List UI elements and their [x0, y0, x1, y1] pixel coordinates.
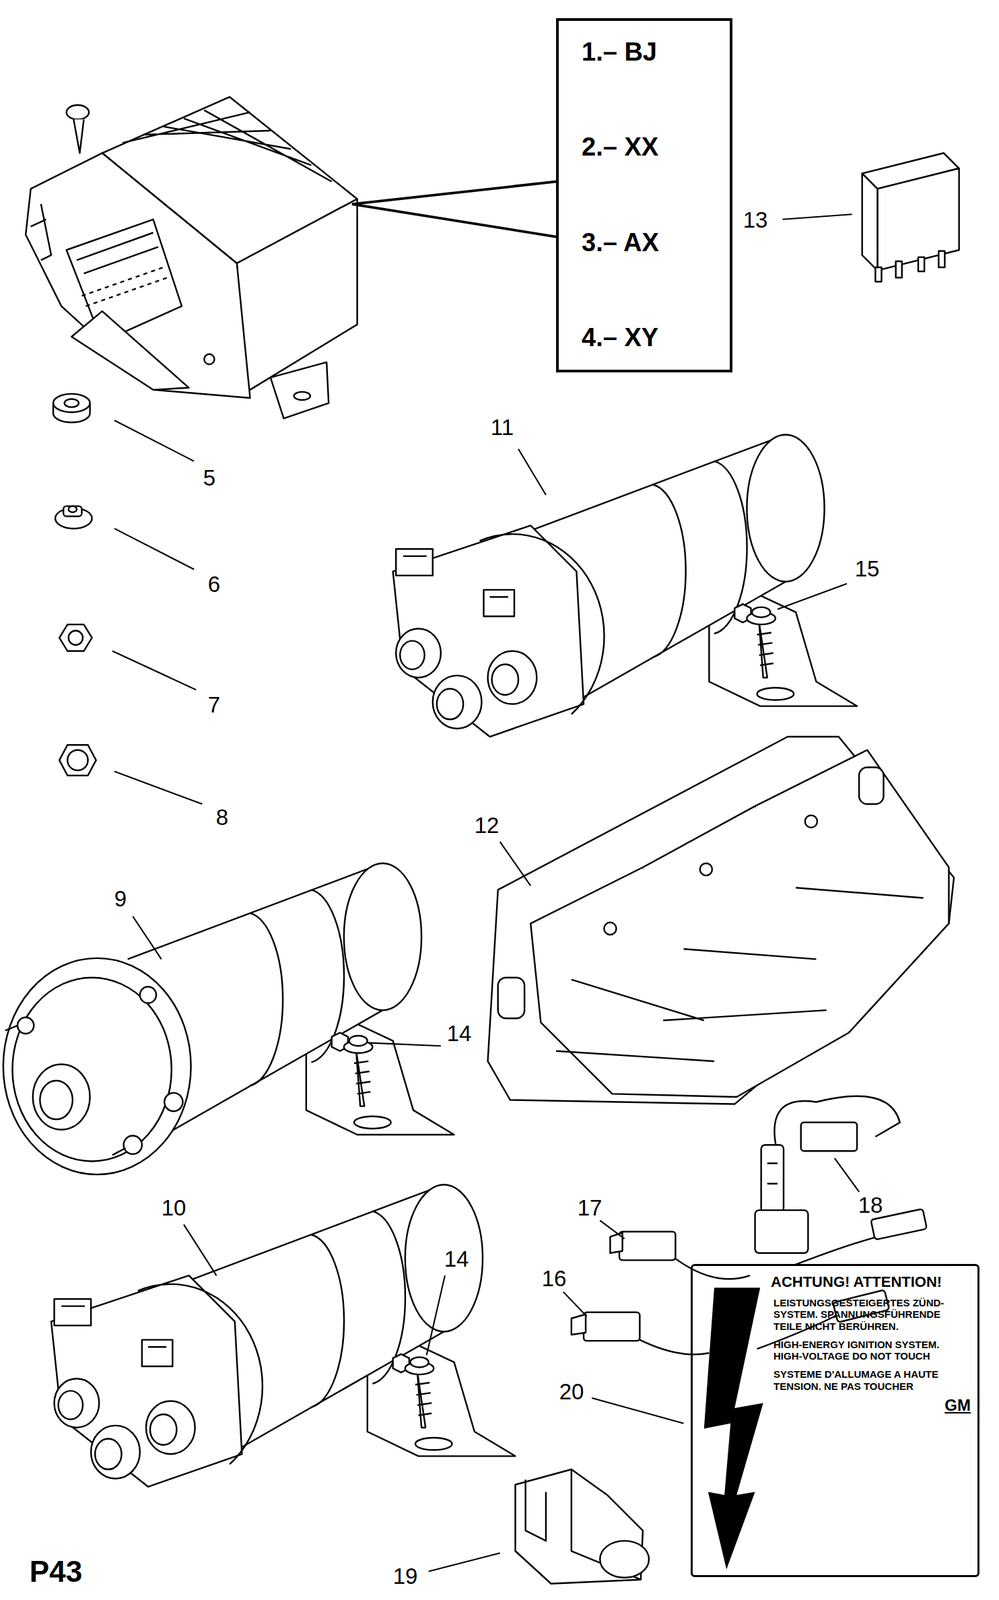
callout-number: 12: [474, 813, 500, 837]
callout-number: 19: [393, 1564, 419, 1587]
callout-number: 14: [446, 1021, 472, 1045]
code-list-box: 1.– BJ 2.– XX 3.– AX 4.– XY: [556, 18, 733, 373]
label-text: 4.– XY: [581, 323, 723, 353]
label-text: SYSTEME D'ALLUMAGE A HAUTE TENSION. NE P…: [773, 1367, 971, 1392]
lightning-bolt: [704, 1287, 764, 1569]
callout-number: 13: [743, 208, 769, 231]
label-text: 2.– XX: [581, 133, 723, 162]
callout-number: 16: [541, 1266, 567, 1290]
callout-number: 11: [490, 416, 514, 439]
callout-number: 17: [577, 1196, 603, 1219]
callout-number: 14: [444, 1247, 470, 1270]
callout-number: 5: [203, 466, 216, 489]
label-text: 1.– BJ: [581, 38, 723, 67]
page-code: P43: [29, 1556, 83, 1587]
callout-number: 20: [559, 1380, 585, 1403]
label-text: GM: [773, 1395, 971, 1415]
callout-number: 15: [854, 557, 880, 580]
warning-label: ACHTUNG! ATTENTION! LEISTUNGSGESTEIGERTES…: [690, 1263, 980, 1577]
callout-number: 7: [208, 693, 221, 716]
callout-number: 8: [216, 805, 229, 829]
label-text: LEISTUNGSGESTEIGERTES ZÜND- SYSTEM. SPAN…: [773, 1296, 971, 1332]
label-text: HIGH-ENERGY IGNITION SYSTEM. HIGH-VOLTAG…: [773, 1338, 971, 1362]
callout-number: 18: [858, 1193, 884, 1216]
callout-number: 10: [161, 1196, 187, 1219]
callout-number: 9: [114, 887, 127, 910]
label-text: ACHTUNG! ATTENTION!: [770, 1273, 971, 1290]
callout-number: 6: [208, 572, 221, 596]
label-text: 3.– AX: [581, 228, 723, 258]
